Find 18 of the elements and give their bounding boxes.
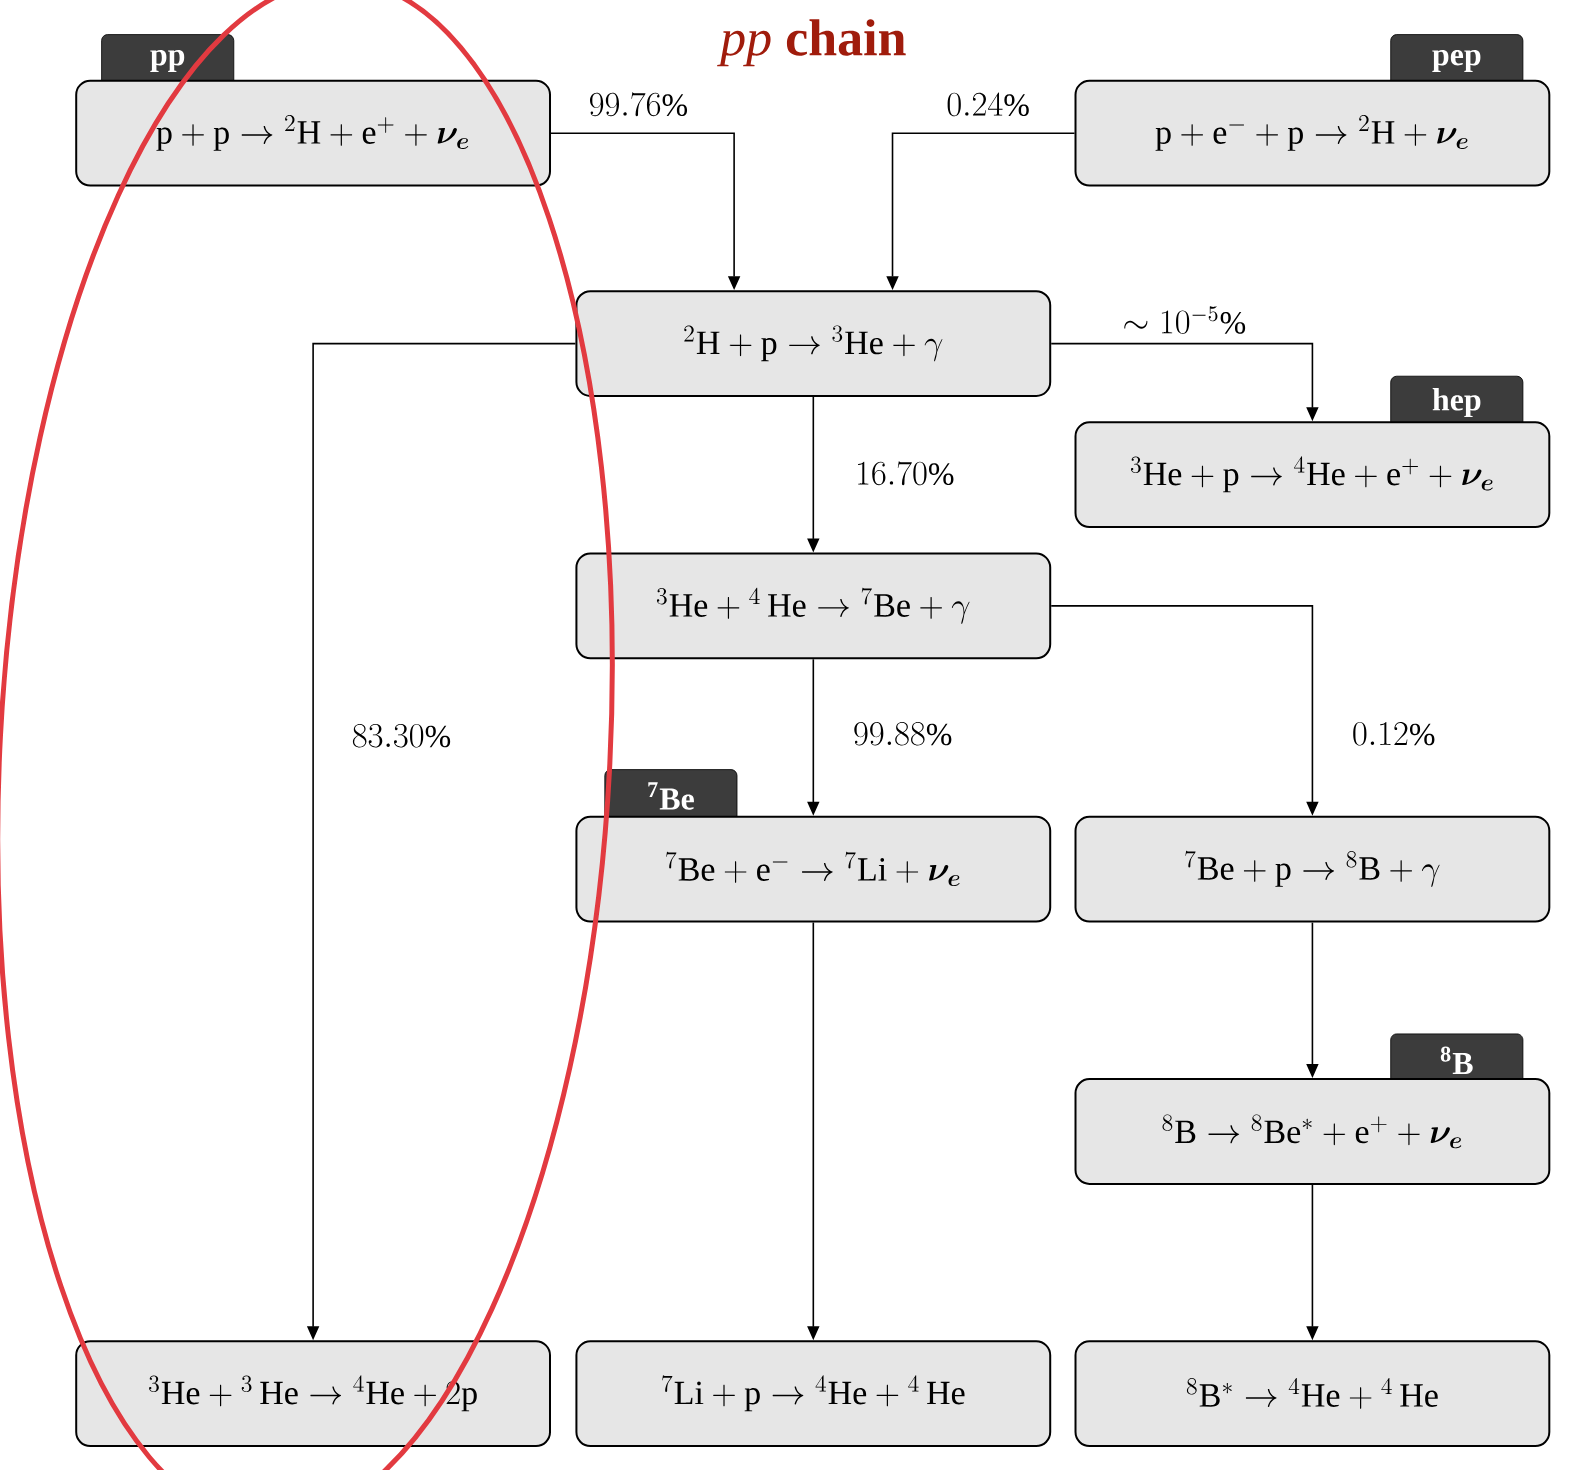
reaction-box: $\mathrm{p}+\mathrm{e}^{-}+\mathrm{p}\rightarrow{}^{2}\mathrm{H}+\boldsymbol{\nu_e}$ — [1074, 79, 1551, 187]
reaction-box: ${}^{8}\mathrm{B}^{*}\rightarrow{}^{4}\mathrm{He}+{}^{4}\,\mathrm{He}$ — [1074, 1340, 1551, 1448]
reaction-box: ${}^{7}\mathrm{Li}+\mathrm{p}\rightarrow{}^{4}\mathrm{He}+{}^{4}\,\mathrm{He}$ — [575, 1340, 1052, 1448]
title: pp chain — [717, 19, 906, 67]
reaction-box: ${}^{3}\mathrm{He}+\mathrm{p}\rightarrow{}^{4}\mathrm{He}+\mathrm{e}^{+}+\boldsymbol{\nu_e}$ — [1074, 421, 1551, 529]
edge-label: $83.30\%$ — [349, 722, 454, 750]
edge-label: $99.88\%$ — [851, 720, 955, 748]
edge-label: $0.12\%$ — [1349, 720, 1438, 748]
reaction-box: $\mathrm{p}+\mathrm{p}\rightarrow{}^{2}\mathrm{H}+\mathrm{e}^{+}+\boldsymbol{\nu_e}$ — [75, 79, 551, 187]
reaction-box: ${}^{8}\mathrm{B}\rightarrow{}^{8}\mathrm{Be}^{*}+\mathrm{e}^{+}+\boldsymbol{\nu_e}$ — [1074, 1078, 1551, 1185]
reaction-box: ${}^{2}\mathrm{H}+\mathrm{p}\rightarrow{}^{3}\mathrm{He}+\gamma$ — [575, 290, 1052, 397]
edge-label: $16.70\%$ — [853, 460, 957, 488]
reaction-box: ${}^{7}\mathrm{Be}+\mathrm{p}\rightarrow{}^{8}\mathrm{B}+\gamma$ — [1074, 815, 1551, 923]
edge-label: $\sim 10^{-5}\%$ — [1120, 304, 1249, 336]
edge-label: $99.76\%$ — [586, 91, 691, 119]
edge-label: $0.24\%$ — [944, 91, 1032, 119]
reaction-box: ${}^{3}\mathrm{He}+{}^{4}\,\mathrm{He}\rightarrow{}^{7}\mathrm{Be}+\gamma$ — [575, 552, 1052, 660]
reaction-box: ${}^{7}\mathrm{Be}+\mathrm{e}^{-}\rightarrow{}^{7}\mathrm{Li}+\boldsymbol{\nu_e}$ — [575, 815, 1052, 923]
